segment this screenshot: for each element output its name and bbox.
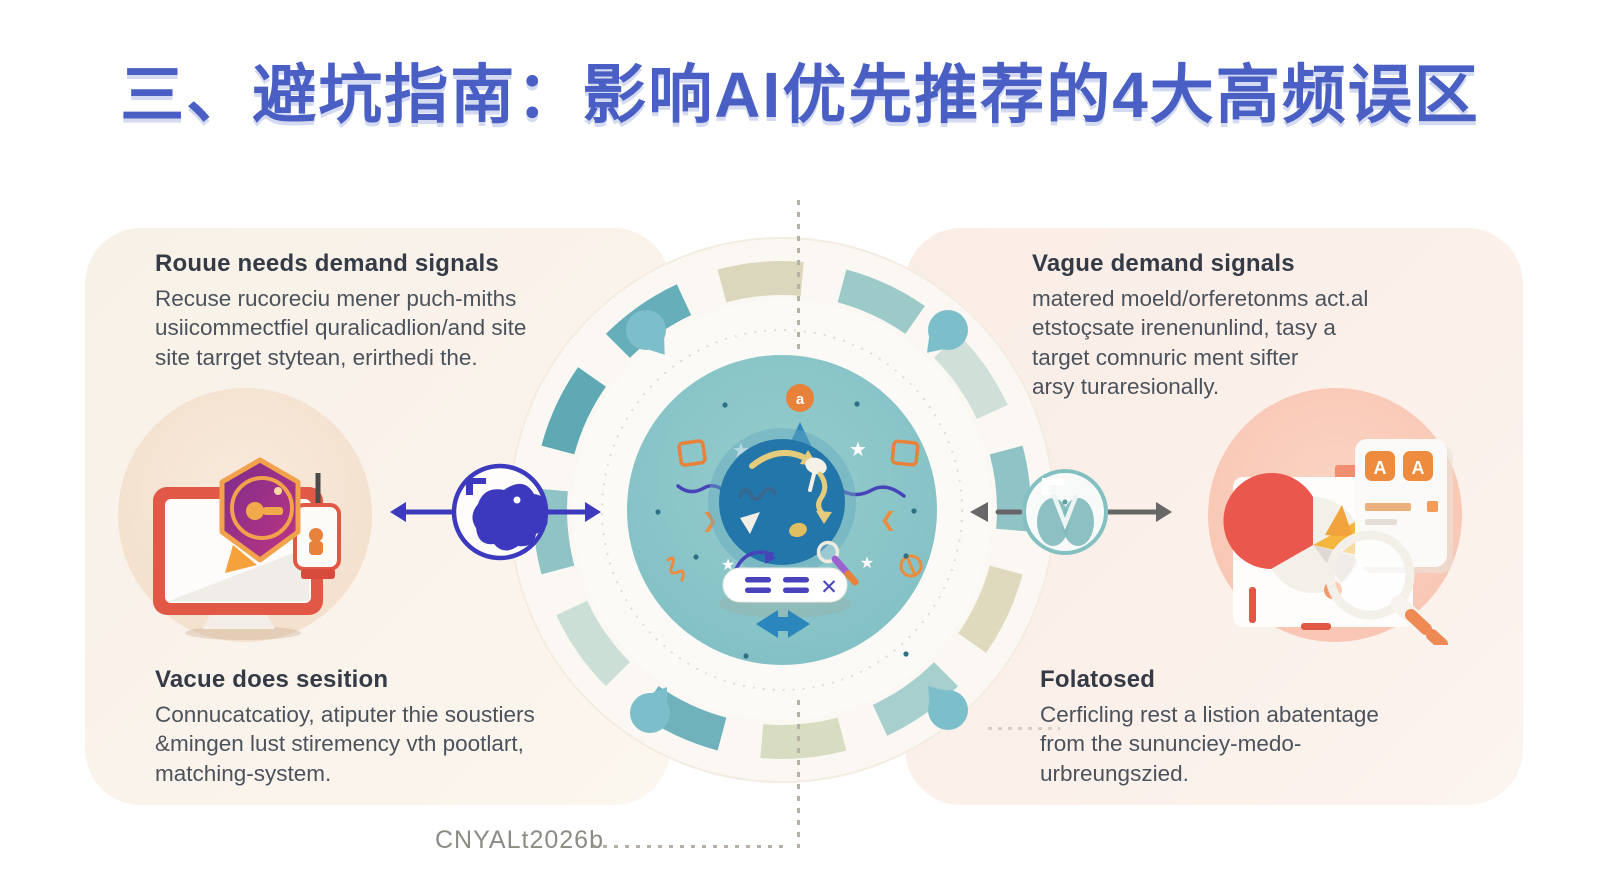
wavy-line-icon bbox=[836, 485, 906, 498]
footer-caption: CNYALt2026b bbox=[435, 826, 604, 854]
ai-matching-ring-diagram: a ★ ★ ❯ ❮ ★ bbox=[509, 237, 1055, 783]
close-icon: ✕ bbox=[820, 576, 838, 599]
doodle-square-icon bbox=[890, 439, 920, 467]
vertical-dashed-line-top bbox=[797, 200, 800, 352]
chevron-left-icon: ❮ bbox=[880, 509, 897, 531]
hexagon-badge-icon bbox=[219, 457, 301, 573]
right-top-heading: Vague demand signals bbox=[1032, 250, 1295, 277]
right-bottom-heading: Folatosed bbox=[1040, 666, 1156, 693]
a-badge-letter: a bbox=[796, 391, 805, 408]
left-connector bbox=[390, 463, 601, 561]
left-bottom-textblock: Vacue does sesition Connucatcatioy, atip… bbox=[155, 666, 585, 788]
a-badge-icon bbox=[786, 384, 814, 412]
star-icon: ★ bbox=[860, 555, 874, 572]
left-bottom-body: Connucatcatioy, atiputer thie soustiers … bbox=[155, 702, 535, 786]
star-icon: ★ bbox=[849, 439, 867, 461]
wavy-line-icon bbox=[676, 484, 728, 494]
horizontal-dotted-line bbox=[592, 845, 784, 848]
monitor-badge-illustration bbox=[118, 388, 372, 642]
clock-circle-icon bbox=[899, 554, 923, 578]
arrow-right-icon bbox=[1156, 502, 1172, 522]
shadow bbox=[185, 626, 301, 640]
page-title: 三、避坑指南：影响AI优先推荐的4大高频误区 bbox=[120, 59, 1480, 131]
bidirectional-arrow-icon bbox=[756, 610, 810, 638]
chart-magnifier-illustration: A A bbox=[1208, 388, 1462, 645]
faint-dashed-circle bbox=[601, 329, 963, 691]
right-bottom-textblock: Folatosed Cerficling rest a listion abat… bbox=[1040, 666, 1470, 788]
antenna-device-icon bbox=[293, 473, 341, 579]
left-bottom-heading: Vacue does sesition bbox=[155, 666, 389, 693]
vertical-dashed-line-bottom bbox=[797, 700, 800, 848]
right-top-body: matered moeld/orferetonms act.al etstoçs… bbox=[1032, 286, 1369, 400]
v-mark-icon bbox=[1051, 493, 1079, 531]
magnifier-icon bbox=[1324, 530, 1454, 645]
right-connector bbox=[970, 469, 1172, 555]
right-bottom-body: Cerficling rest a listion abatentage fro… bbox=[1040, 702, 1379, 786]
letter-a-glyph: A bbox=[1412, 458, 1425, 478]
speech-drop-icons bbox=[626, 310, 968, 733]
arrow-left-icon bbox=[970, 502, 988, 522]
arrow-left-icon bbox=[390, 502, 406, 522]
left-top-body: Recuse rucoreciu mener puch-miths usiico… bbox=[155, 286, 527, 370]
letter-a-glyph: A bbox=[1374, 458, 1387, 478]
chevron-right-icon: ❯ bbox=[702, 510, 719, 532]
ink-blob-icon bbox=[472, 483, 548, 551]
equals-close-pill: ✕ bbox=[719, 567, 851, 618]
right-top-textblock: Vague demand signals matered moeld/orfer… bbox=[1032, 250, 1462, 402]
segmented-ring bbox=[533, 261, 1031, 759]
doodle-square-icon bbox=[677, 439, 707, 467]
small-dotted-connector bbox=[988, 727, 1060, 730]
left-top-textblock: Rouue needs demand signals Recuse rucore… bbox=[155, 250, 585, 372]
arrow-right-icon bbox=[585, 502, 601, 522]
left-top-heading: Rouue needs demand signals bbox=[155, 250, 499, 277]
squiggle-icon bbox=[666, 556, 685, 582]
doodle-cycle-icon bbox=[738, 449, 859, 586]
